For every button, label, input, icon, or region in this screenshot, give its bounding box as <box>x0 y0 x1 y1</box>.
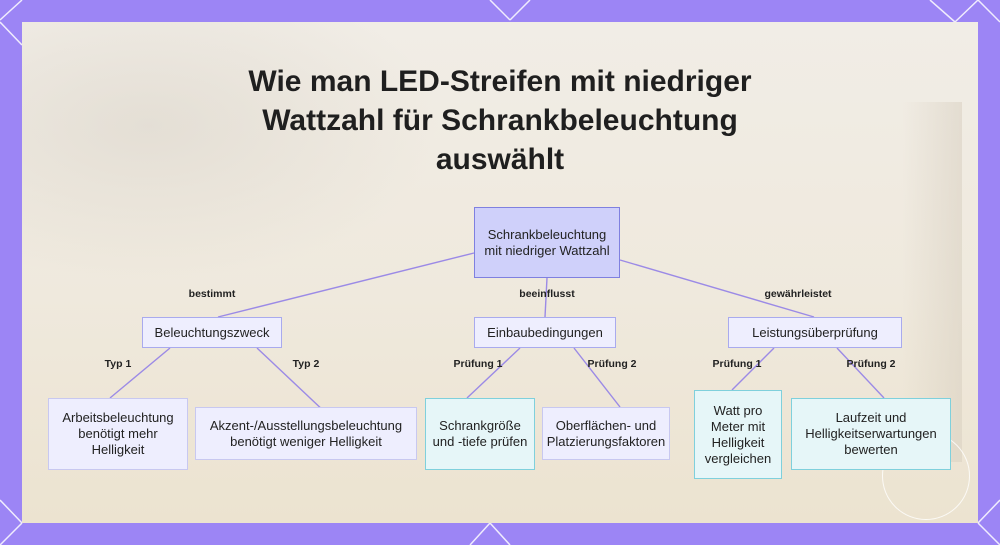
node-laufzeit: Laufzeit und Helligkeitserwartungen bewe… <box>791 398 951 470</box>
edge-label-pruefung2-einbau: Prüfung 2 <box>587 358 637 370</box>
node-arbeitsbeleuchtung: Arbeitsbeleuchtung benötigt mehr Helligk… <box>48 398 188 470</box>
edge-root-einbau <box>544 277 548 318</box>
diagram-panel: Wie man LED-Streifen mit niedriger Wattz… <box>22 22 978 523</box>
node-watt-pro-meter: Watt pro Meter mit Helligkeit vergleiche… <box>694 390 782 479</box>
node-beleuchtungszweck: Beleuchtungszweck <box>142 317 282 348</box>
node-einbaubedingungen: Einbaubedingungen <box>474 317 616 348</box>
edge-einbau-groesse <box>466 347 521 399</box>
edge-label-gewaehrleistet: gewährleistet <box>764 288 832 300</box>
edge-label-pruefung1-einbau: Prüfung 1 <box>453 358 503 370</box>
edge-zweck-arbeit <box>109 347 171 399</box>
edge-label-bestimmt: bestimmt <box>188 288 236 300</box>
edge-zweck-akzent <box>256 347 328 415</box>
node-oberflaechenfaktoren: Oberflächen- und Platzierungsfaktoren <box>542 407 670 460</box>
diagram-title: Wie man LED-Streifen mit niedriger Wattz… <box>248 65 752 176</box>
edge-layer <box>109 252 885 415</box>
node-leistungsueberpruefung: Leistungsüberprüfung <box>728 317 902 348</box>
edge-label-pruefung1-leistung: Prüfung 1 <box>712 358 762 370</box>
edge-label-typ2: Typ 2 <box>292 358 320 370</box>
edge-einbau-oberflaeche <box>573 347 621 408</box>
edge-root-leistung <box>619 259 815 318</box>
edge-label-beeinflusst: beeinflusst <box>519 288 575 300</box>
edge-leistung-laufzeit <box>836 347 885 399</box>
node-schrankgroesse: Schrankgröße und -tiefe prüfen <box>425 398 535 470</box>
node-root: Schrankbeleuchtung mit niedriger Wattzah… <box>474 207 620 278</box>
edge-root-zweck <box>217 252 475 318</box>
background-photo-shade <box>22 22 442 282</box>
node-akzentbeleuchtung: Akzent-/Ausstellungsbeleuchtung benötigt… <box>195 407 417 460</box>
edge-label-pruefung2-leistung: Prüfung 2 <box>846 358 896 370</box>
edge-label-typ1: Typ 1 <box>104 358 132 370</box>
edge-leistung-watt <box>731 347 775 391</box>
